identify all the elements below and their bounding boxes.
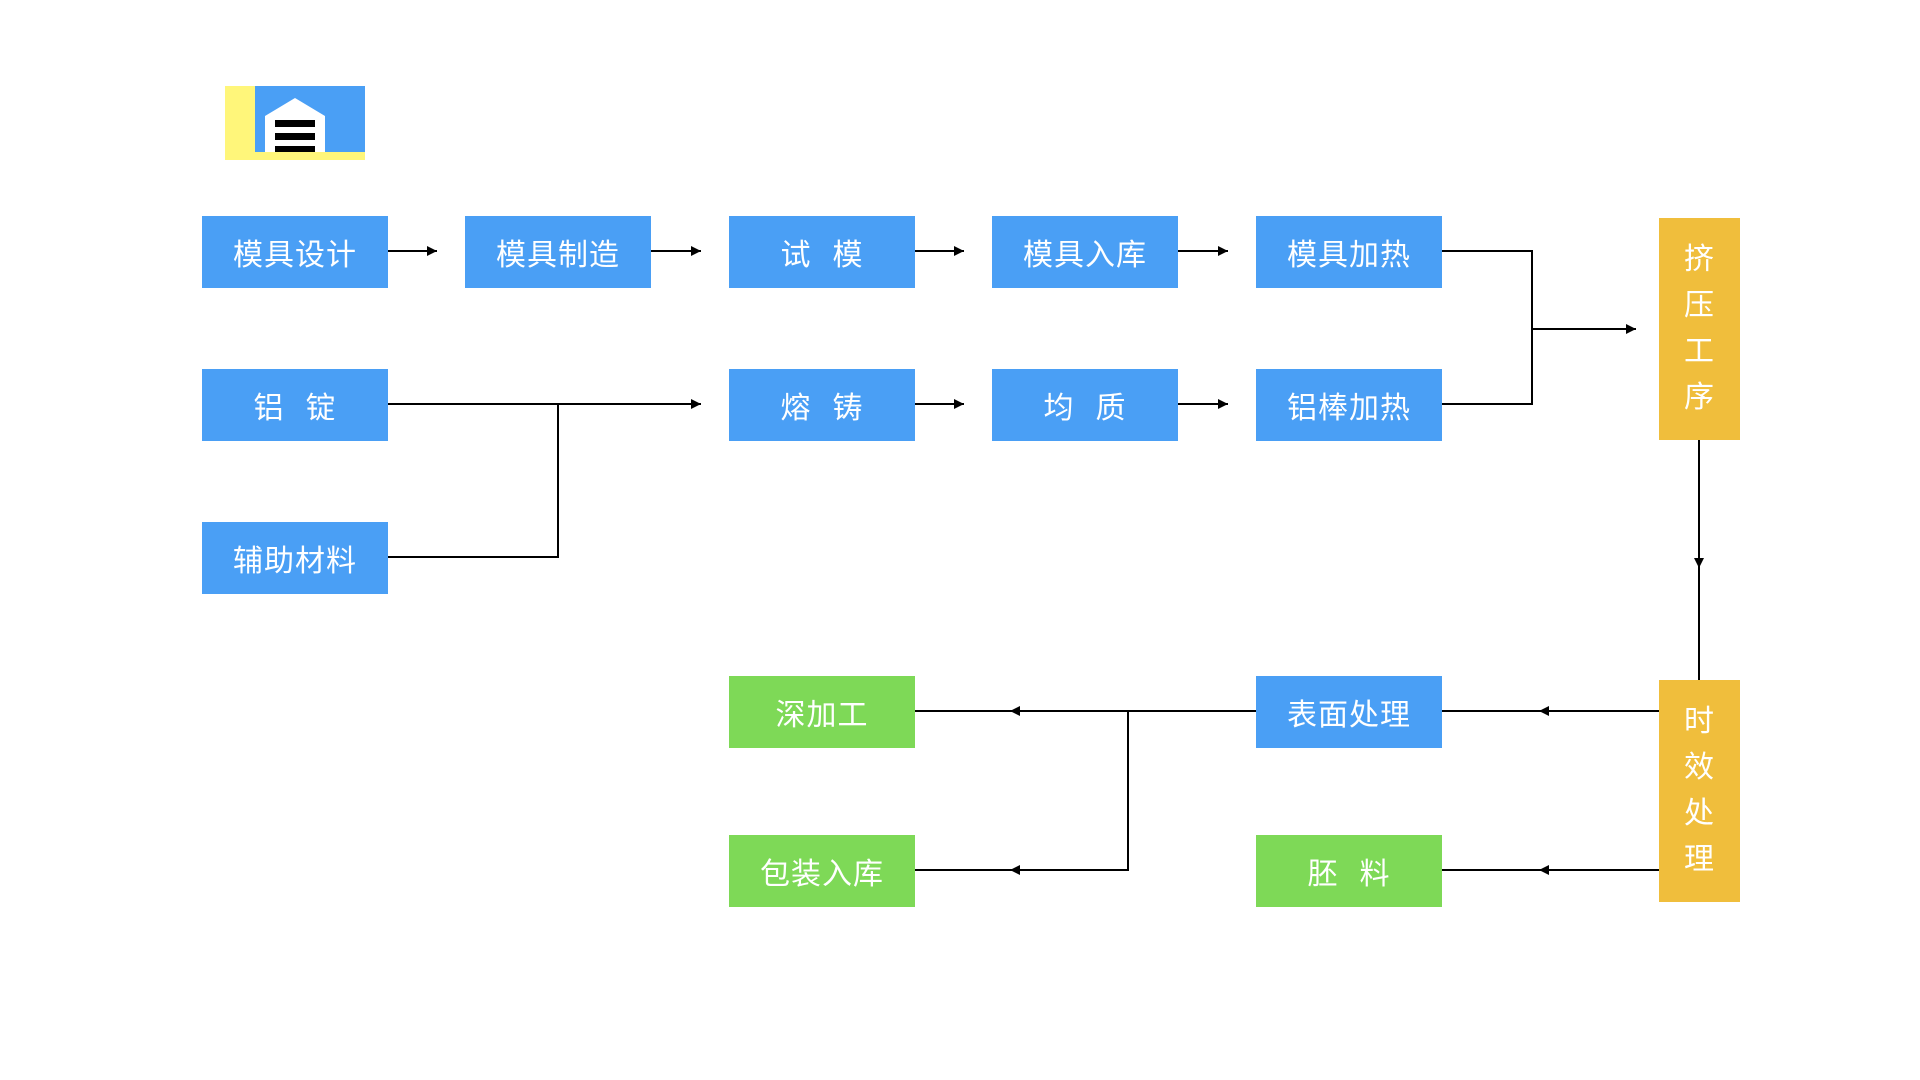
node-homogenize: 均 质	[992, 369, 1178, 441]
vertical-char: 序	[1684, 380, 1715, 415]
vertical-char: 理	[1684, 842, 1715, 877]
node-blank: 胚 料	[1256, 835, 1442, 907]
node-aging: 时效处理	[1659, 680, 1740, 902]
line-mold-heating-to-junction	[1442, 250, 1533, 329]
line-rod-heating-to-junction	[1442, 329, 1533, 405]
node-deep-processing: 深加工	[729, 676, 915, 748]
vertical-char: 时	[1684, 704, 1715, 739]
vertical-char: 效	[1684, 750, 1715, 785]
vertical-char: 压	[1684, 288, 1715, 323]
vertical-char: 处	[1684, 796, 1715, 831]
node-mold-heating: 模具加热	[1256, 216, 1442, 288]
vertical-char: 挤	[1684, 242, 1715, 277]
node-casting: 熔 铸	[729, 369, 915, 441]
node-surface-treatment: 表面处理	[1256, 676, 1442, 748]
node-mold-design: 模具设计	[202, 216, 388, 288]
node-mold-making: 模具制造	[465, 216, 651, 288]
node-extrusion: 挤压工序	[1659, 218, 1740, 440]
line-aux-to-casting	[388, 404, 559, 558]
node-rod-heating: 铝棒加热	[1256, 369, 1442, 441]
node-aux-material: 辅助材料	[202, 522, 388, 594]
node-packaging: 包装入库	[729, 835, 915, 907]
node-ingot: 铝 锭	[202, 369, 388, 441]
node-mold-storage: 模具入库	[992, 216, 1178, 288]
node-trial-mold: 试 模	[729, 216, 915, 288]
arrow-surface-to-packaging	[1010, 711, 1129, 875]
logo-m-icon	[225, 86, 365, 160]
vertical-char: 工	[1684, 334, 1715, 369]
